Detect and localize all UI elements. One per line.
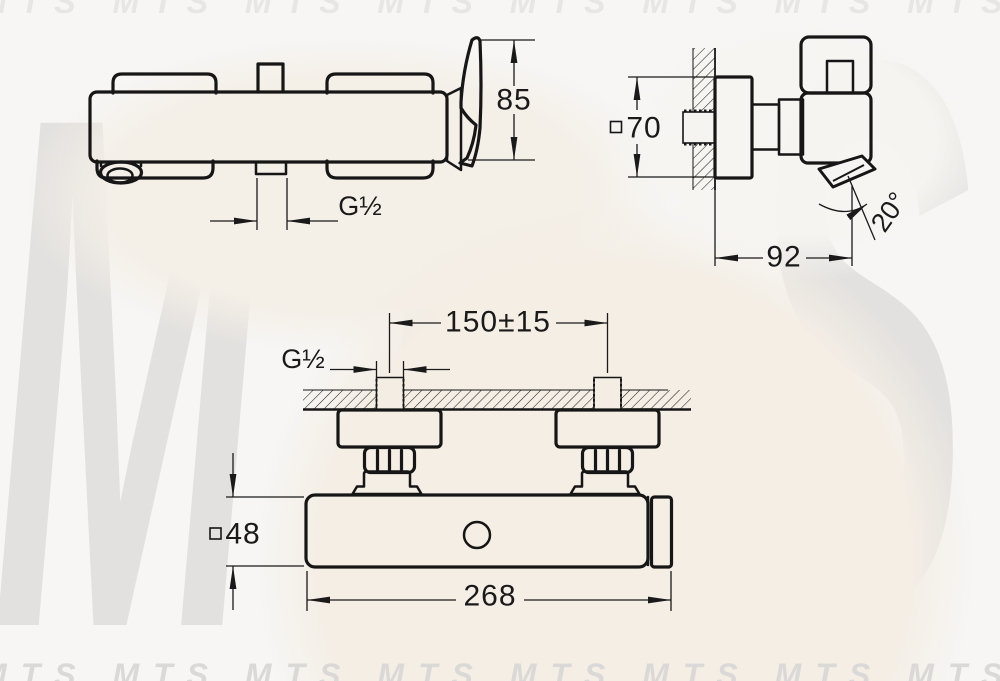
dimension-92: 92 (714, 186, 853, 274)
square-section-symbol (209, 527, 222, 540)
left-valve-assembly (336, 408, 443, 496)
supply-pipe-left (375, 376, 405, 411)
wall-flange-top-right (325, 72, 435, 95)
mixer-body-front (304, 493, 650, 569)
wall-flange-top-left (111, 72, 218, 95)
ceiling-section-hatch (303, 389, 691, 411)
handle-button (825, 59, 855, 95)
supply-pipe-profile (682, 109, 716, 146)
lever-handle (458, 36, 483, 168)
aerator-spout (98, 160, 144, 185)
dim-label-150-15: 150±15 (445, 306, 551, 339)
dimension-48: 48 (209, 453, 304, 610)
dimension-268: 268 (306, 571, 672, 613)
connector-nut (750, 103, 781, 151)
dim-label-48: 48 (225, 518, 260, 551)
side-view: 85 G½ (88, 36, 535, 230)
dim-label-20deg: 20° (865, 187, 913, 238)
wall-escutcheon-plate (713, 75, 754, 180)
body-end-cap (649, 495, 674, 569)
mixer-body-side (88, 90, 449, 164)
dimension-g12-front: G½ (281, 344, 450, 377)
square-section-symbol (609, 120, 623, 134)
wall-profile-view: 70 92 20° (609, 35, 913, 274)
dim-label-g12-side: G½ (338, 191, 382, 221)
dim-label-268: 268 (463, 580, 516, 613)
valve-head-profile (799, 35, 873, 95)
bottom-outlet-port (254, 160, 288, 176)
dim-label-92: 92 (766, 241, 801, 274)
dimension-150-15: 150±15 (388, 306, 609, 373)
front-view: 150±15 G½ 48 268 (209, 306, 691, 613)
supply-pipe-right (593, 376, 622, 411)
cartridge-collar (445, 86, 463, 172)
angled-spout (817, 154, 877, 189)
dim-label-85: 85 (496, 84, 531, 117)
temperature-dial-mark (462, 520, 492, 550)
dim-label-g12-front: G½ (281, 344, 325, 374)
top-outlet-stub (256, 62, 285, 94)
mixer-body-profile (799, 91, 873, 165)
dim-label-70: 70 (626, 112, 661, 145)
dimension-g12-side: G½ (210, 178, 382, 230)
right-valve-assembly (554, 408, 661, 496)
